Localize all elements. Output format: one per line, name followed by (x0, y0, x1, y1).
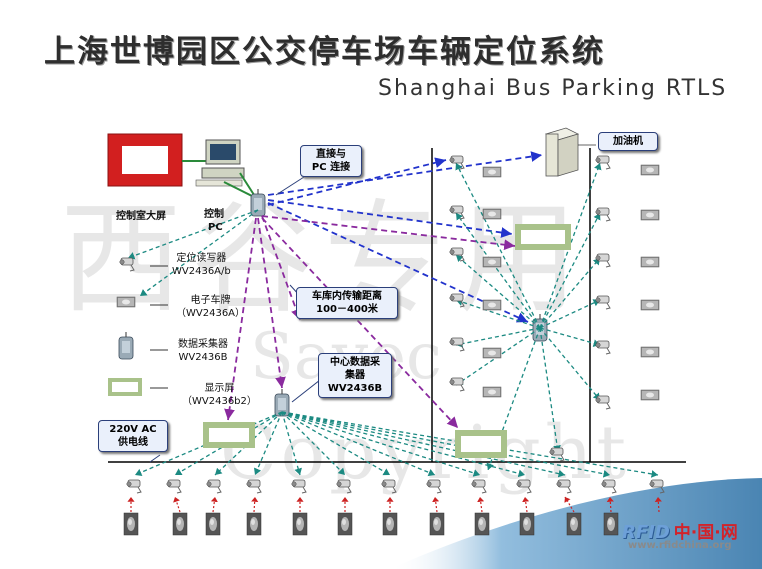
power-line-line2: 供电线 (118, 437, 148, 448)
central-collector-callout: 中心数据采 集器 WV2436B (318, 353, 392, 398)
legend-reader-line1: 定位读写器 (176, 253, 227, 264)
legend-display-line2: （WV2436b2） (182, 396, 257, 407)
power-line-callout: 220V AC 供电线 (98, 420, 168, 452)
legend-collector-label: 数据采集器 WV2436B (178, 338, 228, 364)
central-collector-line1: 中心数据采 (330, 357, 380, 368)
legend-collector-line1: 数据采集器 (178, 339, 228, 350)
central-collector-line2: 集器 (345, 370, 365, 381)
control-pc-label-line2: PC (208, 222, 223, 233)
computer-icon (195, 139, 245, 187)
camera-reader-icon (119, 257, 135, 272)
legend-display-label: 显示屏 （WV2436b2） (182, 382, 257, 408)
direct-pc-callout: 直接与 PC 连接 (300, 145, 362, 177)
central-collector-line3: WV2436B (327, 383, 383, 394)
logo-rfid-text: RFID (622, 522, 670, 543)
rfid-tag-icon (116, 296, 136, 308)
fuel-machine-label: 加油机 (613, 136, 643, 147)
fuel-machine-callout: 加油机 (598, 132, 658, 151)
display-screen-icon (108, 378, 142, 396)
direct-pc-line2: PC 连接 (311, 162, 351, 173)
logo-cn-text: 中·国·网 (673, 523, 738, 543)
page-title: 上海世博园区公交停车场车辆定位系统 (44, 34, 605, 70)
direct-pc-line1: 直接与 (316, 149, 346, 160)
fuel-machine-icon (544, 127, 580, 177)
legend-tag-line2: （WV2436A） (176, 308, 246, 319)
control-pc-label-line1: 控制 (204, 209, 224, 220)
transfer-distance-line1: 车库内传输距离 (312, 291, 382, 302)
logo-url: www.rfidchina.org (628, 540, 732, 551)
transfer-distance-line2: 100－400米 (316, 304, 378, 315)
legend-reader-label: 定位读写器 WV2436A/b (172, 252, 231, 278)
legend-reader-line2: WV2436A/b (172, 266, 231, 277)
data-collector-icon (118, 331, 134, 360)
legend-tag-label: 电子车牌 （WV2436A） (176, 294, 245, 320)
legend-collector-line2: WV2436B (178, 352, 228, 363)
power-line-line1: 220V AC (109, 424, 157, 435)
transfer-distance-callout: 车库内传输距离 100－400米 (296, 287, 398, 319)
legend-display-line1: 显示屏 (204, 383, 235, 394)
page-subtitle: Shanghai Bus Parking RTLS (378, 76, 728, 101)
legend-tag-line1: 电子车牌 (190, 295, 231, 306)
control-screen-label: 控制室大屏 (116, 211, 166, 222)
